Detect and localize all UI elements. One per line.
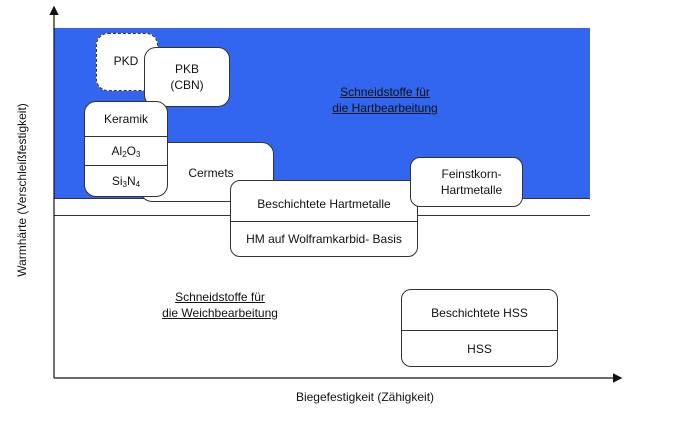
pkd-label: PKD: [113, 54, 139, 68]
pkb-label-line1: PKB: [174, 62, 199, 76]
feinstkorn-label: Feinstkorn- Hartmetalle: [411, 158, 522, 206]
pkb-label-line2: (CBN): [170, 78, 204, 92]
hard-machining-label: Schneidstoffe für die Hartbearbeitung: [300, 84, 470, 116]
hss-label: HSS: [402, 330, 557, 366]
cermets-label: Cermets: [188, 166, 234, 180]
si3n4-formula: Si3N4: [111, 174, 141, 189]
x-axis-title: Biegefestigkeit (Zähigkeit): [295, 390, 435, 404]
pkb-box: PKB (CBN): [144, 47, 230, 107]
hss-box: Beschichtete HSS HSS: [401, 289, 558, 367]
soft-machining-label-line1: Schneidstoffe für: [175, 290, 265, 304]
hartmetall-box: Beschichtete Hartmetalle HM auf Wolframk…: [230, 180, 418, 257]
feinstkorn-box: Feinstkorn- Hartmetalle: [410, 157, 523, 207]
keramik-title: Keramik: [103, 112, 148, 126]
keramik-al2o3: Al2O3: [85, 136, 167, 165]
pkb-label: PKB (CBN): [145, 48, 229, 106]
hm-wolframkarbid-label: HM auf Wolframkarbid- Basis: [231, 221, 417, 256]
al2o3-formula: Al2O3: [111, 144, 141, 159]
feinstkorn-line1: Feinstkorn-: [441, 167, 502, 181]
keramik-box: Keramik Al2O3 Si3N4: [84, 101, 168, 197]
coated-hartmetall-label: Beschichtete Hartmetalle: [257, 197, 391, 211]
soft-machining-label-line2: die Weichbearbeitung: [162, 306, 278, 320]
hard-machining-label-line1: Schneidstoffe für: [340, 85, 430, 99]
y-axis-title: Warmhärte (Verschleißfestigkeit): [15, 103, 29, 277]
keramik-si3n4: Si3N4: [85, 165, 167, 196]
soft-machining-label: Schneidstoffe für die Weichbearbeitung: [140, 289, 300, 321]
hard-machining-label-line2: die Hartbearbeitung: [332, 101, 438, 115]
coated-hss-label: Beschichtete HSS: [431, 306, 528, 320]
feinstkorn-line2: Hartmetalle: [440, 183, 503, 197]
